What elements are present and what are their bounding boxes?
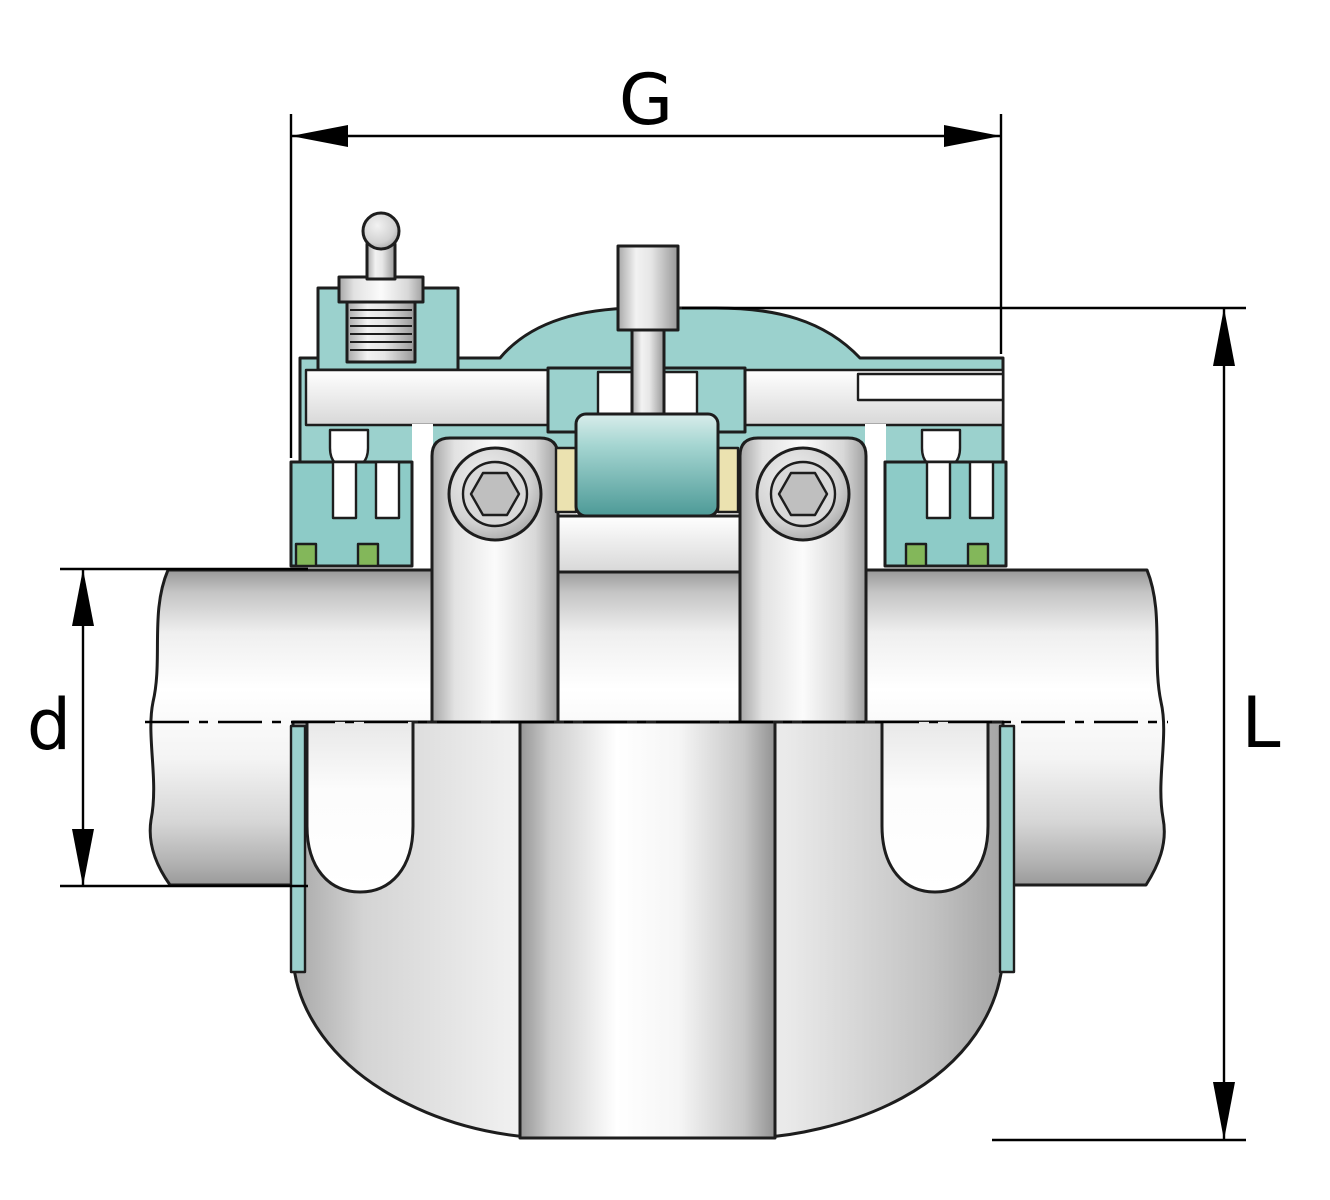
seal-ring-green-left-2 xyxy=(356,542,380,568)
d-arrow-bottom xyxy=(72,829,94,886)
labyrinth-notch-left-1 xyxy=(331,460,358,520)
seal-arch-left-outline xyxy=(305,720,415,894)
dimension-d: d xyxy=(27,567,308,888)
bearing-rolling-element xyxy=(554,412,740,518)
l-arrow-top xyxy=(1213,308,1235,366)
seal-ring-green-left-1 xyxy=(294,542,318,568)
pin-head xyxy=(616,244,680,332)
g-arrow-right xyxy=(944,125,1001,147)
cage-left xyxy=(554,446,578,514)
nipple-ball xyxy=(361,211,401,251)
gap-right xyxy=(865,424,886,472)
seal-arch-right xyxy=(882,722,988,892)
inner-ring xyxy=(556,514,742,574)
l-arrow-bottom xyxy=(1213,1082,1235,1140)
labyrinth-notch-right-2 xyxy=(968,460,995,520)
grease-nipple xyxy=(337,211,425,364)
g-label: G xyxy=(619,59,673,141)
d-label: d xyxy=(27,684,71,766)
dimension-g: G xyxy=(289,59,1003,458)
nipple-hex xyxy=(337,275,425,304)
l-label: L xyxy=(1242,682,1281,764)
hex-socket-right xyxy=(777,471,829,517)
seal-arch-left xyxy=(307,722,413,892)
labyrinth-notch-left-2 xyxy=(374,460,401,520)
dimension-l: L xyxy=(682,306,1281,1142)
hex-socket-left xyxy=(469,471,521,517)
clamp-collar-right xyxy=(738,436,868,724)
seal-ring-green-right-1 xyxy=(904,542,928,568)
seal-strip-right xyxy=(998,724,1016,974)
locating-pin xyxy=(616,244,680,424)
seal-strip-left xyxy=(289,724,307,974)
clamp-collar-left xyxy=(430,436,560,724)
insert-band-left xyxy=(304,368,550,427)
housing-bottom xyxy=(289,720,1016,1140)
d-arrow-top xyxy=(72,569,94,626)
labyrinth-notch-right-1 xyxy=(925,460,952,520)
g-arrow-left xyxy=(291,125,348,147)
cage-right xyxy=(716,446,740,514)
inner-ring-band xyxy=(556,514,742,574)
roller xyxy=(574,412,720,518)
seal-ring-green-right-2 xyxy=(966,542,990,568)
sleeve-bottom xyxy=(518,720,777,1140)
pin-shank xyxy=(630,320,666,424)
cap-slot-right xyxy=(856,372,1005,402)
gap-left xyxy=(412,424,433,472)
seal-arch-right-outline xyxy=(880,720,990,894)
